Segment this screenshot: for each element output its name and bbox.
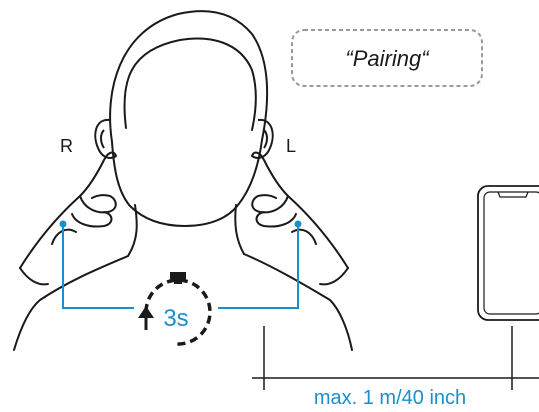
neck-left [128, 205, 137, 256]
smartphone-icon [478, 186, 539, 320]
speech-bubble: “Pairing“ [292, 30, 482, 86]
neck-right [235, 205, 244, 254]
phone-screen [484, 192, 539, 314]
head-figure [14, 11, 352, 350]
head-outline [110, 11, 267, 226]
timer-text: 3s [163, 305, 188, 332]
right-ear-label: R [60, 136, 73, 156]
right-hand [20, 153, 116, 285]
left-ear-label: L [286, 136, 296, 156]
hair-outline [124, 39, 255, 130]
distance-indicator [252, 326, 539, 390]
speech-bubble-text: “Pairing“ [345, 46, 430, 71]
phone-notch [498, 192, 528, 197]
press-bracket [61, 222, 301, 309]
phone-body [478, 186, 539, 320]
distance-label: max. 1 m/40 inch [314, 387, 466, 409]
shoulder-left [14, 256, 128, 350]
stopwatch-icon: 3s [138, 272, 210, 344]
